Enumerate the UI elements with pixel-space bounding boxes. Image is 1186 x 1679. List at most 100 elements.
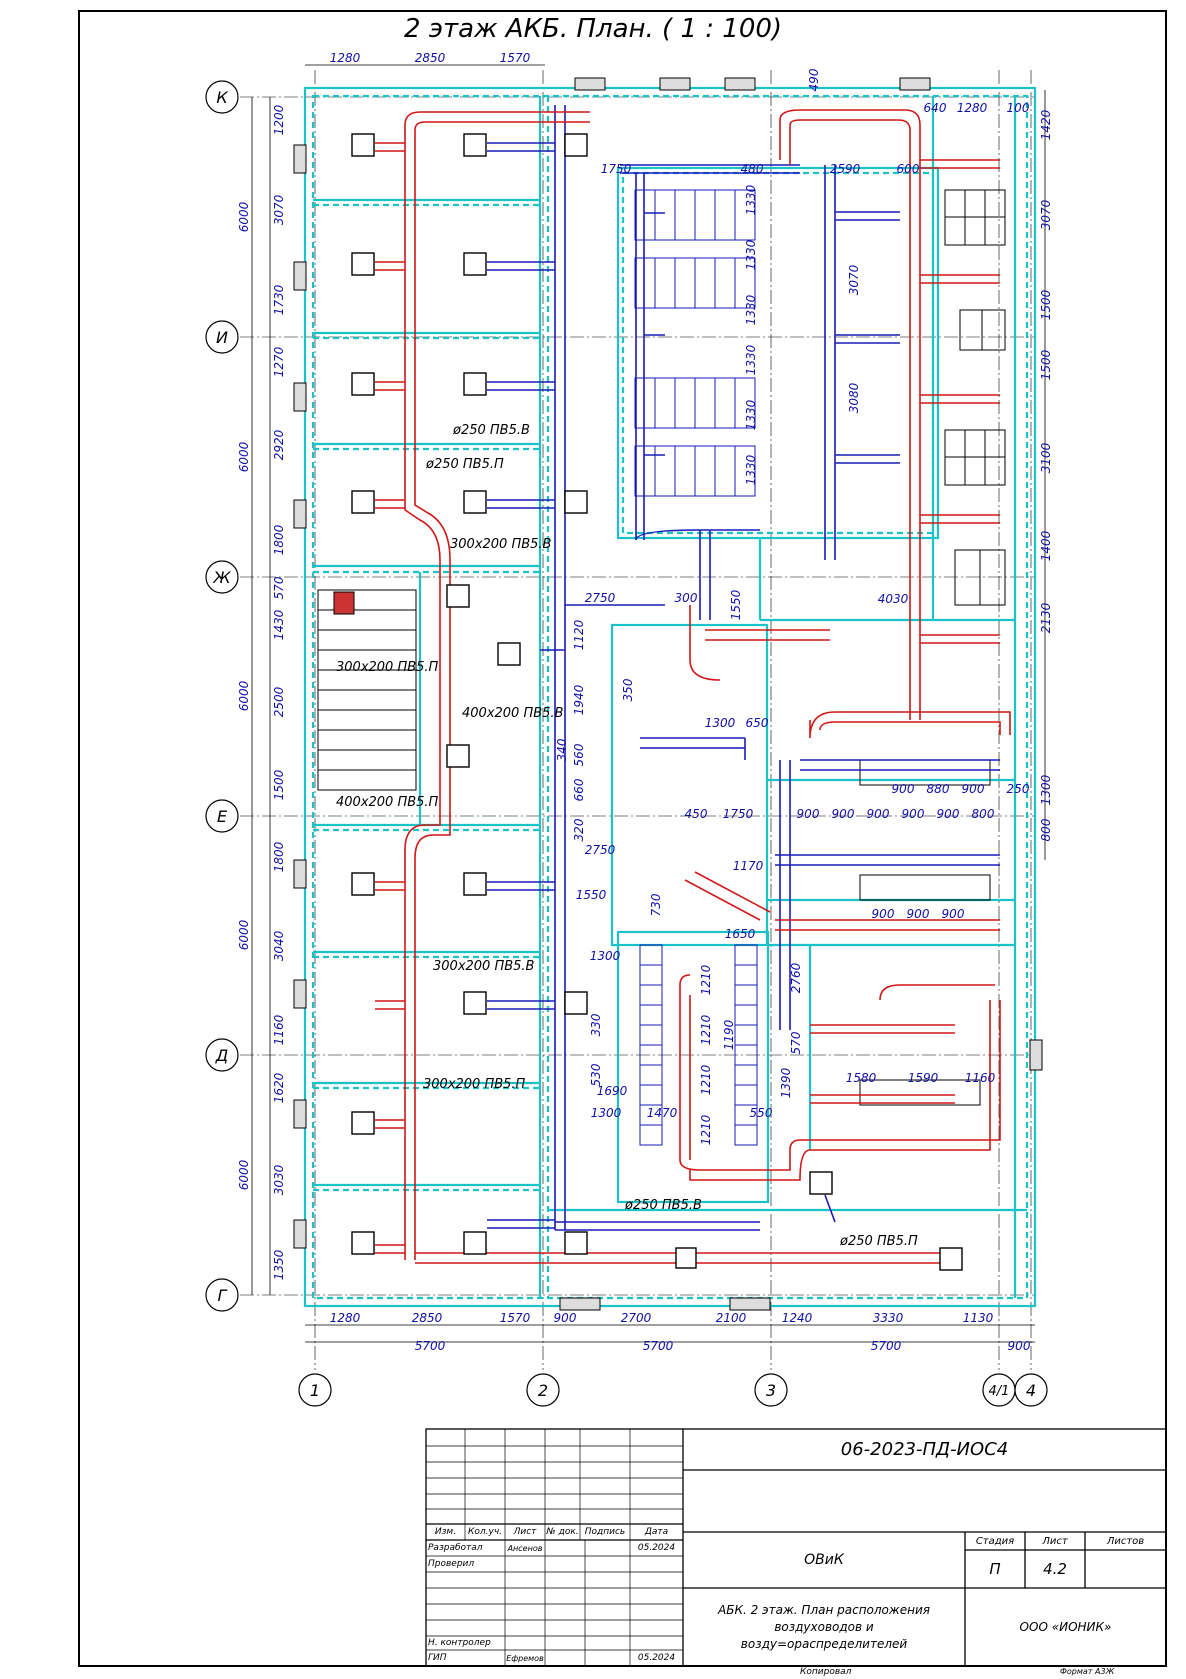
dim-text: 3070	[1039, 199, 1053, 230]
dim-text: 530	[589, 1063, 603, 1086]
dim-text: 3330	[873, 1311, 904, 1325]
dim-text: 1470	[647, 1106, 678, 1120]
sheet-value: 4.2	[1043, 1560, 1067, 1578]
tb-header: Изм.	[434, 1527, 457, 1537]
dim-text: 900	[867, 807, 890, 821]
axis-row-label: Е	[217, 807, 228, 826]
dim-text: 550	[750, 1106, 773, 1120]
dim-text: 1800	[272, 524, 286, 555]
dim-text: 1280	[957, 101, 988, 115]
dim-text: 1300	[591, 1106, 622, 1120]
dim-text: 1210	[699, 1064, 713, 1095]
role-norm-control: Н. контролер	[428, 1638, 491, 1648]
dim-text: 1500	[272, 769, 286, 800]
developer-date: 05.2024	[637, 1543, 676, 1553]
dim-text: 900	[872, 907, 895, 921]
dim-text: 1500	[1039, 289, 1053, 320]
dim-text: 3030	[272, 1164, 286, 1195]
duct-label: 300x200 ПВ5.П	[423, 1077, 526, 1092]
dim-text: 3040	[272, 930, 286, 961]
dim-text: 1500	[1039, 349, 1053, 380]
tb-header: Кол.уч.	[467, 1527, 502, 1537]
dim-text: 2130	[1039, 602, 1053, 633]
dim-text: 800	[972, 807, 995, 821]
dim-text: 5700	[415, 1339, 446, 1353]
equipment	[634, 189, 1006, 1146]
section-name: ОВиК	[804, 1552, 844, 1568]
axis-col-label: 4	[1026, 1381, 1036, 1400]
floor-plan: К И Ж Е Д Г 1 2 3 4/1 4 1280 2850 1570 6…	[205, 51, 1053, 1407]
staircase	[317, 589, 417, 791]
dim-text: 1650	[725, 927, 756, 941]
dim-text: 1570	[500, 51, 531, 65]
dim-text: 1430	[272, 609, 286, 640]
dim-text: 4030	[878, 592, 909, 606]
duct-label: ø250 ПВ5.В	[452, 423, 530, 438]
dim-text: 1160	[965, 1071, 996, 1085]
dim-text: 900	[892, 782, 915, 796]
dim-text: 730	[649, 893, 663, 916]
dim-text: 1130	[963, 1311, 994, 1325]
developer-name: Ансенов	[507, 1543, 543, 1553]
dim-text: 3100	[1039, 442, 1053, 473]
axis-bubbles	[205, 80, 1048, 1407]
stage-header: Стадия	[975, 1535, 1015, 1547]
dim-text: 6000	[237, 201, 251, 232]
dim-text: 900	[832, 807, 855, 821]
dim-text: 1330	[744, 454, 758, 485]
duct-label: ø250 ПВ5.П	[425, 457, 504, 472]
dim-text: 1210	[699, 1014, 713, 1045]
title-block-grid	[425, 1428, 1167, 1667]
dim-text: 2850	[415, 51, 446, 65]
dim-text: 900	[902, 807, 925, 821]
dim-text: 650	[746, 716, 769, 730]
axis-row-label: К	[216, 88, 228, 107]
dim-text: 1170	[733, 859, 764, 873]
dim-text: 570	[272, 576, 286, 599]
format-label: Формат А3Ж	[1060, 1667, 1115, 1676]
dim-text: 2920	[272, 429, 286, 460]
sheet-header: Лист	[1042, 1535, 1068, 1547]
dim-text: 250	[1007, 782, 1030, 796]
dim-text: 880	[927, 782, 950, 796]
axis-col-label: 4/1	[989, 1384, 1010, 1399]
document-code: 06-2023-ПД-ИОС4	[840, 1439, 1009, 1460]
dim-text: 1330	[744, 184, 758, 215]
dim-text: 1580	[846, 1071, 877, 1085]
dim-text: 1210	[699, 1114, 713, 1145]
dim-text: 800	[1039, 818, 1053, 841]
dim-text: 1210	[699, 964, 713, 995]
dim-text: 320	[572, 818, 586, 841]
dim-text: 2850	[412, 1311, 443, 1325]
stage-value: П	[989, 1560, 1001, 1578]
dim-text: 1620	[272, 1072, 286, 1103]
title-block: 06-2023-ПД-ИОС4 Изм. Кол.уч. Лист № док.…	[425, 1428, 1167, 1667]
duct-label: 300x200 ПВ5.В	[433, 959, 535, 974]
role-checker: Проверил	[428, 1559, 475, 1569]
exhaust-ducts	[487, 105, 1000, 1231]
dim-text: 100	[1007, 101, 1030, 115]
dim-text: 450	[685, 807, 708, 821]
dim-text: 1240	[782, 1311, 813, 1325]
duct-label: 300x200 ПВ5.П	[336, 660, 439, 675]
dim-text: 2100	[716, 1311, 747, 1325]
dim-text: 3070	[272, 194, 286, 225]
dim-text: 480	[741, 162, 764, 176]
dim-text: 1270	[272, 346, 286, 377]
axis-col-label: 1	[310, 1381, 320, 1400]
drawing-title: 2 этаж АКБ. План. ( 1 : 100)	[403, 14, 783, 44]
chief-engineer-date: 05.2024	[637, 1653, 676, 1663]
dim-text: 5700	[643, 1339, 674, 1353]
dim-text: 1400	[1039, 530, 1053, 561]
dim-text: 1160	[272, 1014, 286, 1045]
dim-text: 2700	[621, 1311, 652, 1325]
role-developer: Разработал	[428, 1543, 483, 1553]
dim-text: 1280	[330, 51, 361, 65]
dim-text: 600	[897, 162, 920, 176]
dim-text: 570	[789, 1031, 803, 1054]
dim-text: 340	[555, 738, 569, 761]
dim-text: 900	[942, 907, 965, 921]
axis-row-label: Ж	[212, 568, 231, 587]
dim-text: 490	[807, 68, 821, 91]
